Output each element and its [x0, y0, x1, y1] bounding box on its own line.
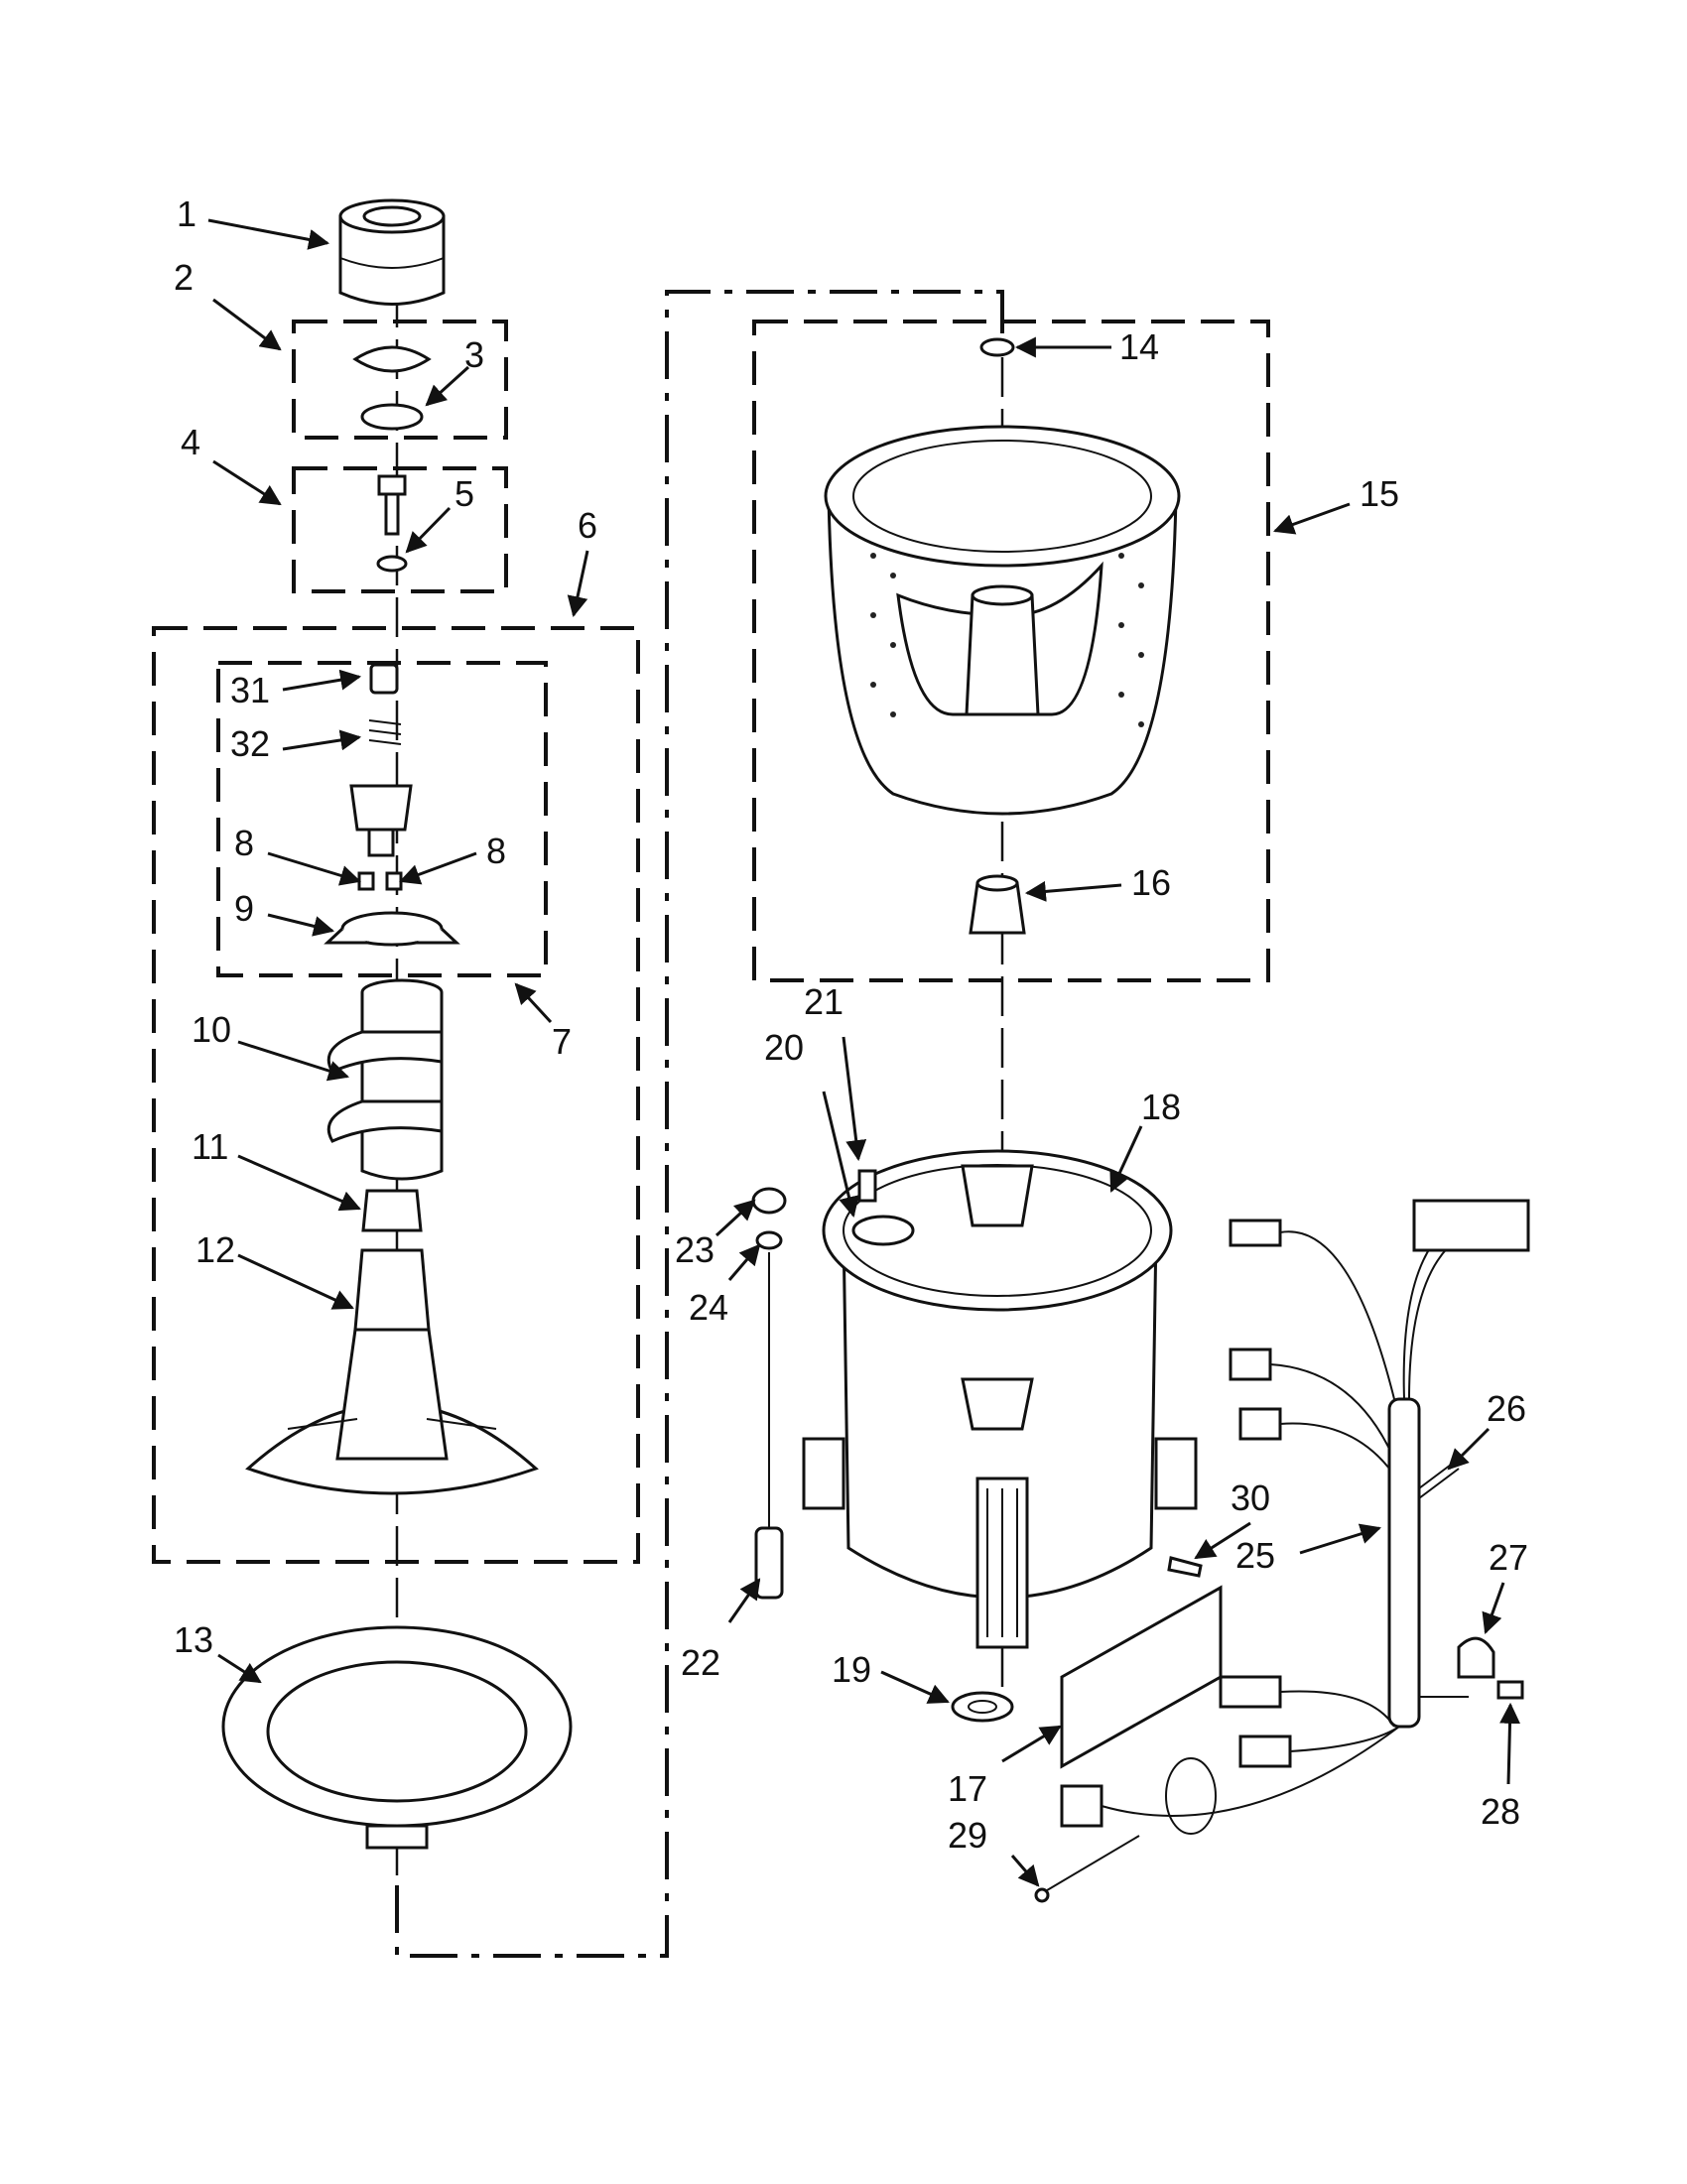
- callout-8b: 8: [486, 831, 506, 871]
- group-box-2: [292, 320, 508, 440]
- callout-29: 29: [948, 1815, 987, 1856]
- callout-31: 31: [230, 670, 270, 710]
- part-1-hub-cap: [338, 198, 446, 306]
- part-3-clip-and-ring: [352, 345, 432, 431]
- callout-16: 16: [1131, 862, 1171, 903]
- callout-26: 26: [1487, 1388, 1526, 1429]
- part-29-tie-strap: [1034, 1835, 1140, 1903]
- part-13-balance-ring: [221, 1625, 573, 1850]
- callout-8: 8: [234, 823, 254, 863]
- callout-14: 14: [1119, 326, 1159, 367]
- callout-7: 7: [552, 1021, 572, 1062]
- assembly-connector-line: [395, 290, 1004, 1958]
- callout-23: 23: [675, 1229, 714, 1270]
- callout-11: 11: [192, 1126, 228, 1167]
- callout-2: 2: [174, 257, 194, 298]
- group-box-7: [216, 661, 548, 977]
- callout-17: 17: [948, 1768, 987, 1809]
- callout-6: 6: [578, 505, 597, 546]
- callout-20: 20: [764, 1027, 804, 1068]
- part-20-21-plate-and-screw: [851, 1169, 915, 1246]
- callout-18: 18: [1141, 1087, 1181, 1127]
- part-31-32-cap-and-spring: [368, 663, 402, 745]
- callout-numbers: 1 2 3 4 5 6 7 8 8 9 10 11 12 13 14 15 16…: [174, 193, 1528, 1856]
- part-8-dogs: [357, 871, 403, 891]
- callout-25: 25: [1235, 1535, 1275, 1576]
- callout-3: 3: [464, 334, 484, 375]
- callout-leaders: [207, 218, 1521, 1887]
- callout-28: 28: [1481, 1791, 1520, 1832]
- callout-15: 15: [1360, 473, 1399, 514]
- callout-27: 27: [1489, 1537, 1528, 1578]
- callout-9: 9: [234, 888, 254, 929]
- group-box-15: [752, 320, 1270, 982]
- part-18-outer-tub: [802, 1149, 1198, 1649]
- part-12-drive-base: [245, 1248, 539, 1495]
- group-box-4: [292, 466, 508, 593]
- part-7-cam-assembly: [324, 784, 460, 947]
- part-10-auger: [326, 978, 444, 1181]
- part-25-26-wire-harness: [1060, 1199, 1530, 1835]
- part-16-coupling: [969, 874, 1026, 935]
- callout-13: 13: [174, 1619, 213, 1660]
- part-14-seal: [979, 337, 1015, 357]
- callout-30: 30: [1231, 1477, 1270, 1518]
- callout-22: 22: [681, 1642, 720, 1683]
- callout-5: 5: [454, 473, 474, 514]
- callout-1: 1: [177, 193, 196, 234]
- callout-32: 32: [230, 723, 270, 764]
- part-27-28-clamp-and-screw: [1457, 1636, 1524, 1700]
- part-11-bearing: [361, 1189, 423, 1232]
- callout-21: 21: [804, 981, 844, 1022]
- part-30-screw: [1167, 1556, 1203, 1578]
- callout-24: 24: [689, 1287, 728, 1328]
- part-5-bolt-and-washer: [376, 474, 408, 573]
- part-17-control-board: [1060, 1585, 1223, 1769]
- part-19-seal: [951, 1691, 1014, 1723]
- callout-4: 4: [181, 422, 200, 462]
- callout-12: 12: [195, 1229, 235, 1270]
- part-22-23-24-air-dome: [751, 1187, 787, 1600]
- part-15-wash-basket: [824, 425, 1181, 816]
- callout-10: 10: [192, 1009, 231, 1050]
- callout-19: 19: [832, 1649, 871, 1690]
